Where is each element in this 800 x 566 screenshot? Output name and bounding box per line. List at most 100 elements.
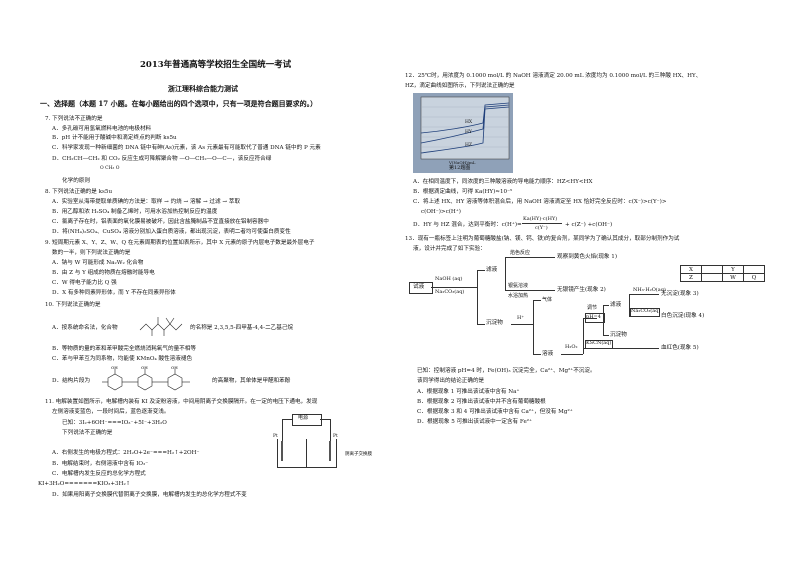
flow-ammonia: NH₃·H₂O(aq)	[633, 287, 666, 293]
q12-fraction-numerator: Ka(HY)·c(HY)	[523, 216, 558, 222]
flow-h2o2: H₂O₂	[565, 344, 578, 350]
flow-observation-4: 白色沉淀(现象 4)	[661, 313, 705, 319]
figure-caption: 第12题图	[449, 165, 471, 171]
q12-option-d-cont: + c(Z⁻) +c(OH⁻)	[565, 222, 613, 228]
curve-label-hx: HX	[465, 119, 473, 125]
flow-reagent-na2co3: Na₂CO₃(aq)	[435, 289, 465, 295]
q13-option-d: D．根据现象 5 可推出该试液中一定含有 Fe²⁺	[417, 419, 532, 425]
q12-option-c: C．将上述 HX、HY 溶液等体积混合后，用 NaOH 溶液滴定至 HX 恰好完…	[413, 199, 667, 205]
flow-observation-2: 无银镜产生(现象 2)	[557, 287, 606, 293]
q12-stem: 12．25℃时，用浓度为 0.1000 mol/L 的 NaOH 溶液滴定 20…	[405, 73, 702, 79]
flow-kscn: KSCN(aq)	[586, 340, 612, 346]
exam-title: 2013年普通高等学校招生全国统一考试	[140, 60, 292, 70]
power-supply-label: 电源	[298, 415, 309, 421]
flow-ph: pH=4	[586, 314, 601, 320]
left-electrode-label: Pt	[273, 434, 278, 439]
q11-option-a: A．右侧发生的电极方程式：2H₂O+2e⁻===H₂↑+2OH⁻	[52, 450, 200, 456]
q8-stem: 8. 下列说法正确的是 ks5u	[45, 189, 113, 195]
q8-option-d: D．将(NH₄)₂SO₄、CuSO₄ 溶液分别加入蛋白质溶液，都出现沉淀，表明二…	[52, 229, 291, 235]
q13-stem: 13．现有一瓶标签上注明为葡萄糖酸盐(钠、镁、钙、铁)的复合剂，某同学为了确认其…	[405, 236, 680, 242]
flow-filtrate-2: 滤液	[610, 302, 622, 308]
q9-option-a: A．钠与 W 可能形成 Na₂W₂ 化合物	[52, 260, 144, 266]
flow-acid: H⁺	[517, 315, 524, 321]
ion-exchange-membrane	[306, 439, 307, 467]
left-electrode	[281, 441, 283, 461]
q9-stem-cont: 数的一半，则下列说法正确的是	[52, 250, 131, 256]
flow-na2co3-2: Na₂CO₃(aq)	[631, 308, 661, 314]
q10-option-d: D．结构片段为	[52, 378, 91, 384]
flow-solution: 溶液	[542, 351, 554, 357]
q11-stem-question: 下列说法不正确的是	[62, 430, 113, 436]
svg-text:OH: OH	[141, 366, 148, 370]
q13-option-b: B．根据现象 2 可推出该试液中并不含有葡萄糖酸根	[417, 399, 546, 405]
q11-option-d: D．如果用阳离子交换膜代替阴离子交换膜，电解槽内发生的总化学方程式不变	[52, 492, 247, 498]
section-heading: 一、选择题（本题 17 小题。在每小题给出的四个选项中，只有一项是符合题目要求的…	[40, 99, 318, 108]
flow-precipitate: 沉淀物	[486, 320, 503, 326]
q12-option-a: A．在相同温度下，同浓度的三种酸溶液的导电能力顺序：HZ<HY<HX	[413, 179, 593, 185]
flow-adjust: 调节	[587, 305, 598, 311]
flow-sample: 试液	[413, 284, 425, 290]
q9-stem: 9. 短周期元素 X、Y、Z、W、Q 在元素周期表的位置如表所示，其中 X 元素…	[45, 240, 315, 246]
q11-stem-cont: 左侧溶液变蓝色，一段时间后，蓝色逐渐变浅。	[52, 409, 170, 415]
q12-titration-figure: HX HY HZ V(NaOH)/mL 第12题图	[413, 93, 513, 173]
q7-option-d-substructure: O CH₃ O	[100, 166, 120, 171]
q8-option-a: A．实验室从海带提取单质碘的方法是：取样 → 灼烧 → 溶解 → 过滤 → 萃取	[52, 199, 241, 205]
flow-filtrate: 滤液	[486, 267, 498, 273]
table-row: X Y	[680, 265, 765, 274]
right-electrode	[329, 441, 331, 461]
q7-option-a: A．多孔碳可用氢氧燃料电池的电极材料	[52, 126, 152, 132]
q7-option-d-cont: 化学的原则	[62, 178, 90, 184]
power-supply-box	[292, 414, 322, 426]
q9-option-b: B．由 Z 与 Y 组成的物质在熔融时能导电	[52, 270, 155, 276]
q12-option-d: D．HY 与 HZ 混合，达到平衡时：c(H⁺)=	[413, 222, 522, 228]
titration-curves: HX HY HZ V(NaOH)/mL	[420, 96, 510, 165]
svg-text:OH: OH	[111, 366, 118, 370]
flow-observation-3: 无沉淀(现象 3)	[661, 291, 699, 297]
q11-option-c-equation: KI+3H₂O=======KIO₃+3H₂↑	[38, 481, 131, 487]
curve-label-hy: HY	[465, 129, 473, 135]
q11-electrolysis-diagram: 电源 Pt Pt	[272, 414, 342, 472]
curve-label-hz: HZ	[465, 142, 472, 148]
flow-reagent-naoh: NaOH (aq)	[435, 276, 463, 282]
q11-option-c: C．电解槽内发生反应的总化学方程式	[52, 471, 146, 477]
q7-stem: 7. 下列说法不正确的是	[45, 116, 103, 122]
q13-stem-question: 该同学得出的结论正确的是	[417, 378, 485, 384]
electrolysis-tank	[277, 439, 337, 468]
q12-stem-cont: HZ，滴定曲线如图所示，下列说法正确的是	[405, 83, 515, 89]
q10-stem: 10. 下列说法正确的是	[45, 302, 101, 308]
q13-option-a: A．根据现象 1 可推出该试液中含有 Na⁺	[417, 389, 520, 395]
table-row: Z W Q	[680, 273, 765, 282]
q12-fraction-denominator: c(Y⁻)	[535, 225, 548, 231]
q13-stem-cont: 液，设计并完成了如下实验：	[413, 246, 486, 252]
q10-option-b: B．等物质的量的苯和苯甲酸完全燃烧消耗氧气的量不相等	[52, 346, 196, 352]
q13-note: 已知：控制溶液 pH=4 时，Fe(OH)₃ 沉淀完全，Ca²⁺、Mg²⁺不沉淀…	[417, 368, 596, 374]
q10-option-a: A．按系统命名法，化合物	[52, 325, 118, 331]
q11-option-b: B．电解结束时，右侧溶液中含有 IO₃⁻	[52, 461, 149, 467]
flow-gas: 气体	[542, 297, 553, 303]
q13-option-c: C．根据现象 3 和 4 可推出该试液中含有 Ca²⁺，但没有 Mg²⁺	[417, 409, 573, 415]
q7-option-d: D．CH₂CH—CH₂ 和 CO₂ 反应生成可降解聚合物 —O—CH₂—O—C—…	[52, 156, 272, 162]
q10-skeletal-structure	[139, 317, 183, 336]
flow-water-bath: 水浴加热	[508, 293, 529, 299]
q11-stem: 11. 电解装置如图所示，电解槽内装有 KI 及淀粉溶液，中间用阴离子交换膜隔开…	[45, 399, 318, 405]
flow-observation-5: 血红色(现象 5)	[661, 345, 699, 351]
flow-precipitate-2: 沉淀物	[610, 332, 627, 338]
q10-option-c: C．苯与甲苯互为同系物，均能使 KMnO₄ 酸性溶液褪色	[52, 356, 193, 362]
q7-option-c: C．科学家发现一种新细菌的 DNA 链中有砷(As)元素，该 As 元素最有可能…	[52, 145, 321, 151]
flow-flame-test: 焰色反应	[510, 250, 531, 256]
flow-observation-1: 观察到黄色火焰(现象 1)	[557, 254, 618, 260]
right-electrode-label: Pt	[333, 434, 338, 439]
membrane-label: 阴离子交换膜	[345, 452, 372, 457]
q10-option-d-cont: 的高聚物，其单体是甲醛和苯酚	[212, 378, 291, 384]
svg-text:OH: OH	[171, 366, 178, 370]
q10-polymer-structure: OH OH OH	[102, 366, 190, 391]
q7-option-b: B．pH 计不能用于酸碱中和滴定终点的判断 ks5u	[52, 135, 177, 141]
periodic-position-table: X Y Z W Q	[680, 265, 765, 282]
flow-silver-ammonia: 银氨溶液	[508, 283, 529, 289]
q10-option-a-cont: 的名称是 2,3,5,5-四甲基-4,4-二乙基己烷	[190, 325, 294, 331]
q9-option-c: C．W 得电子能力比 Q 强	[52, 280, 117, 286]
q12-option-c-cont: c(OH⁻)>c(H⁺)	[421, 209, 461, 215]
q8-option-c: C．氯离子存在时，铝表面的氧化膜易被破坏，因此含盐腌制品不宜直接放在铝制容器中	[52, 219, 269, 225]
x-axis-label: V(NaOH)/mL	[448, 160, 476, 165]
q9-option-d: D．X 有多种同素异形体，而 Y 不存在同素异形体	[52, 290, 176, 296]
